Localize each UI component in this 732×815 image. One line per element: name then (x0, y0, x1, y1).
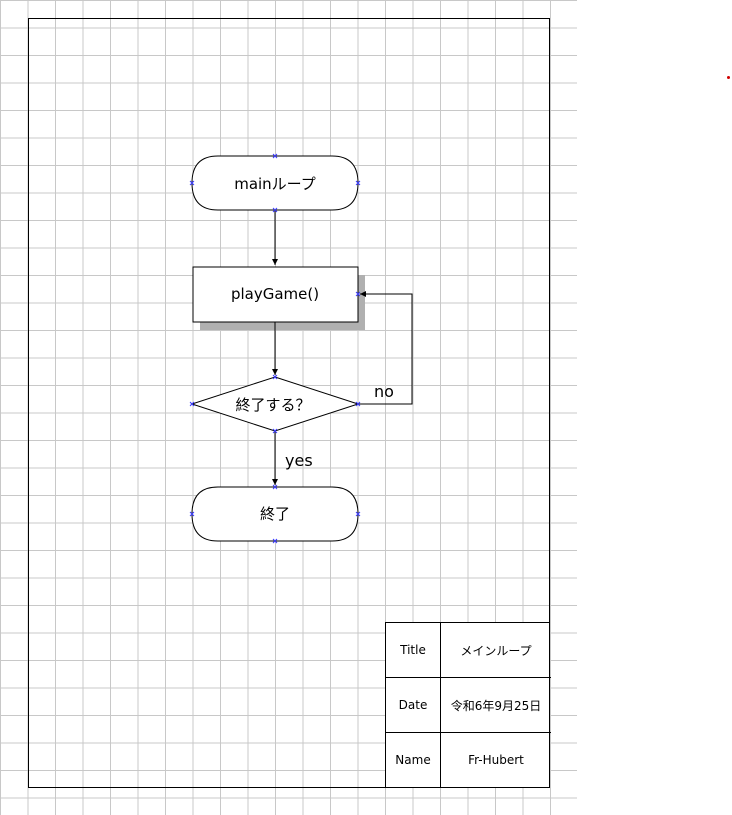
title-key: Title (386, 623, 441, 678)
connector-marker[interactable] (272, 153, 278, 159)
decision-diamond[interactable]: 終了する？ (190, 376, 360, 432)
drawing-frame (28, 18, 550, 788)
date-key: Date (386, 678, 441, 733)
flowchart[interactable]: mainループ playGame() 終了する？ no yes 終了 (0, 0, 577, 815)
connector-marker[interactable] (272, 484, 278, 490)
connector-marker[interactable] (272, 207, 278, 213)
red-dot (727, 76, 730, 79)
connector-marker[interactable] (355, 180, 361, 186)
date-value[interactable]: 令和6年9月25日 (441, 678, 551, 733)
connector-marker[interactable] (355, 291, 361, 297)
connector-marker[interactable] (272, 538, 278, 544)
yes-label: yes (285, 451, 313, 470)
start-terminator[interactable]: mainループ (191, 155, 359, 211)
no-label: no (374, 382, 394, 401)
connector-marker[interactable] (189, 511, 195, 517)
end-label: 終了 (260, 505, 290, 523)
connector-marker[interactable] (272, 374, 278, 380)
process-box[interactable]: playGame() (192, 266, 365, 330)
workspace-margin (577, 0, 732, 815)
connector-marker[interactable] (272, 428, 278, 434)
title-block: Title メインループ Date 令和6年9月25日 Name Fr-Hube… (385, 622, 551, 788)
connector-marker[interactable] (355, 511, 361, 517)
connector-marker[interactable] (189, 180, 195, 186)
name-value[interactable]: Fr-Hubert (468, 753, 524, 767)
start-label: mainループ (234, 175, 316, 193)
name-key: Name (386, 733, 441, 787)
connection-markers (189, 153, 361, 544)
edge-no-loop (358, 291, 413, 405)
process-label: playGame() (231, 285, 319, 303)
end-terminator[interactable]: 終了 (191, 486, 359, 542)
connector-marker[interactable] (189, 401, 195, 407)
connector-marker[interactable] (355, 401, 361, 407)
title-value[interactable]: メインループ (441, 623, 551, 678)
decision-label: 終了する？ (235, 396, 310, 414)
